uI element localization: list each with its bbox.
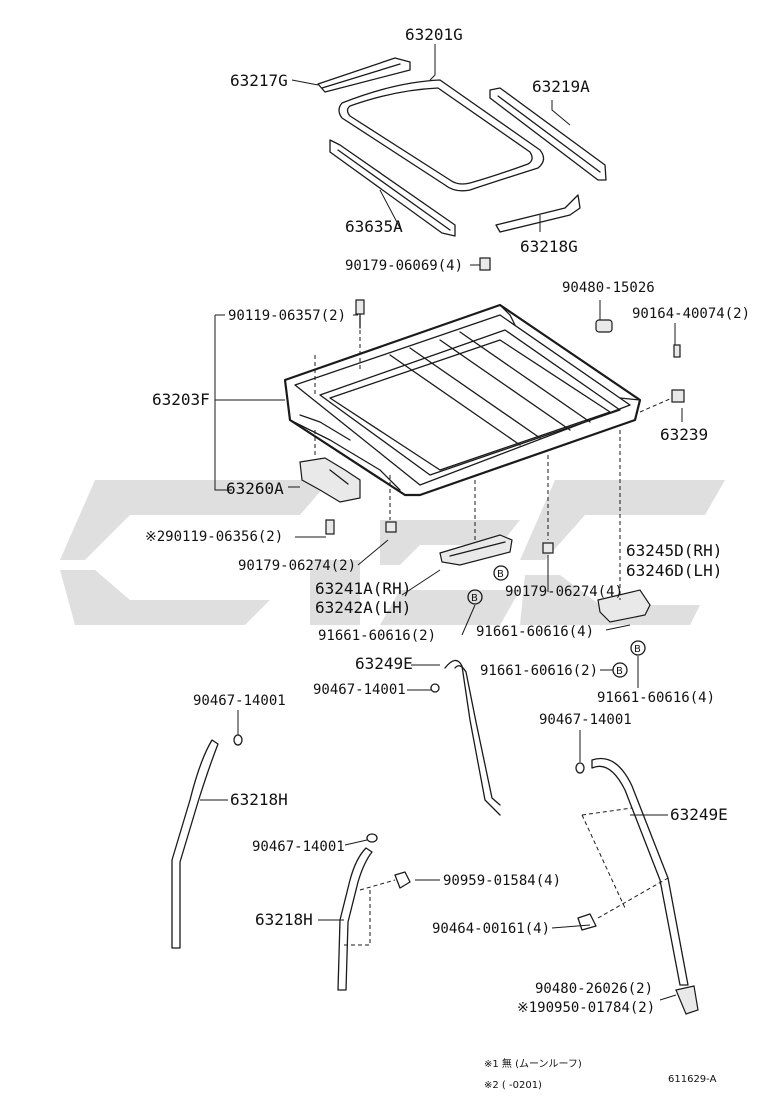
label-90480-15026: 90480-15026 <box>562 280 655 296</box>
label-90959-01584: 90959-01584(4) <box>443 873 561 889</box>
glass-assembly <box>317 57 607 237</box>
label-90467-14001-a: 90467-14001 <box>313 682 406 698</box>
label-90464-00161: 90464-00161(4) <box>432 921 550 937</box>
label-90119-06357: 90119-06357(2) <box>228 308 346 324</box>
label-90467-14001-b: 90467-14001 <box>193 693 286 709</box>
label-91661-60616-a: 91661-60616(2) <box>318 628 436 644</box>
label-63201g: 63201G <box>405 25 463 44</box>
label-63217g: 63217G <box>230 71 288 90</box>
label-63239: 63239 <box>660 425 708 444</box>
footnote-2: ※2 ( -0201) <box>484 1080 542 1091</box>
label-63260a: 63260A <box>226 479 284 498</box>
label-90950-01784: ※190950-01784(2) <box>517 1000 655 1016</box>
label-63242a: 63242A(LH) <box>315 598 411 617</box>
label-90467-14001-d: 90467-14001 <box>252 839 345 855</box>
footnote-1: ※1 無 (ムーンルーフ) <box>484 1057 582 1070</box>
label-63218h-b: 63218H <box>255 910 313 929</box>
label-63246d: 63246D(LH) <box>626 561 722 580</box>
label-90179-06274-a: 90179-06274(2) <box>238 558 356 574</box>
drain-bracket <box>439 344 685 623</box>
label-90164-40074: 90164-40074(2) <box>632 306 750 322</box>
label-63249e-a: 63249E <box>355 654 413 673</box>
marker-letter: B <box>616 666 623 677</box>
marker-letter: B <box>471 593 478 604</box>
leader-lines <box>200 44 683 1001</box>
marker-letter: B <box>497 569 504 580</box>
label-63218h-a: 63218H <box>230 790 288 809</box>
figure-code: 611629-A <box>668 1074 717 1085</box>
label-63203f: 63203F <box>152 390 210 409</box>
label-90179-06274-b: 90179-06274(4) <box>505 584 623 600</box>
label-63218g: 63218G <box>520 237 578 256</box>
label-63635a: 63635A <box>345 217 403 236</box>
label-63245d: 63245D(RH) <box>626 541 722 560</box>
drain-hoses <box>171 659 699 1015</box>
label-63249e-b: 63249E <box>670 805 728 824</box>
sunroof-motor <box>299 457 397 535</box>
label-90480-26026: 90480-26026(2) <box>535 981 653 997</box>
label-91661-60616-b: 91661-60616(4) <box>476 624 594 640</box>
label-63241a: 63241A(RH) <box>315 579 411 598</box>
watermark-logo <box>60 480 725 625</box>
label-90119-06356: ※290119-06356(2) <box>145 529 283 545</box>
label-90179-06069: 90179-06069(4) <box>345 258 463 274</box>
sunroof-frame <box>283 303 642 497</box>
bolt-icon <box>355 257 613 333</box>
label-63219a: 63219A <box>532 77 590 96</box>
marker-letter: B <box>634 644 641 655</box>
label-91661-60616-c: 91661-60616(2) <box>480 663 598 679</box>
label-90467-14001-c: 90467-14001 <box>539 712 632 728</box>
label-91661-60616-d: 91661-60616(4) <box>597 690 715 706</box>
